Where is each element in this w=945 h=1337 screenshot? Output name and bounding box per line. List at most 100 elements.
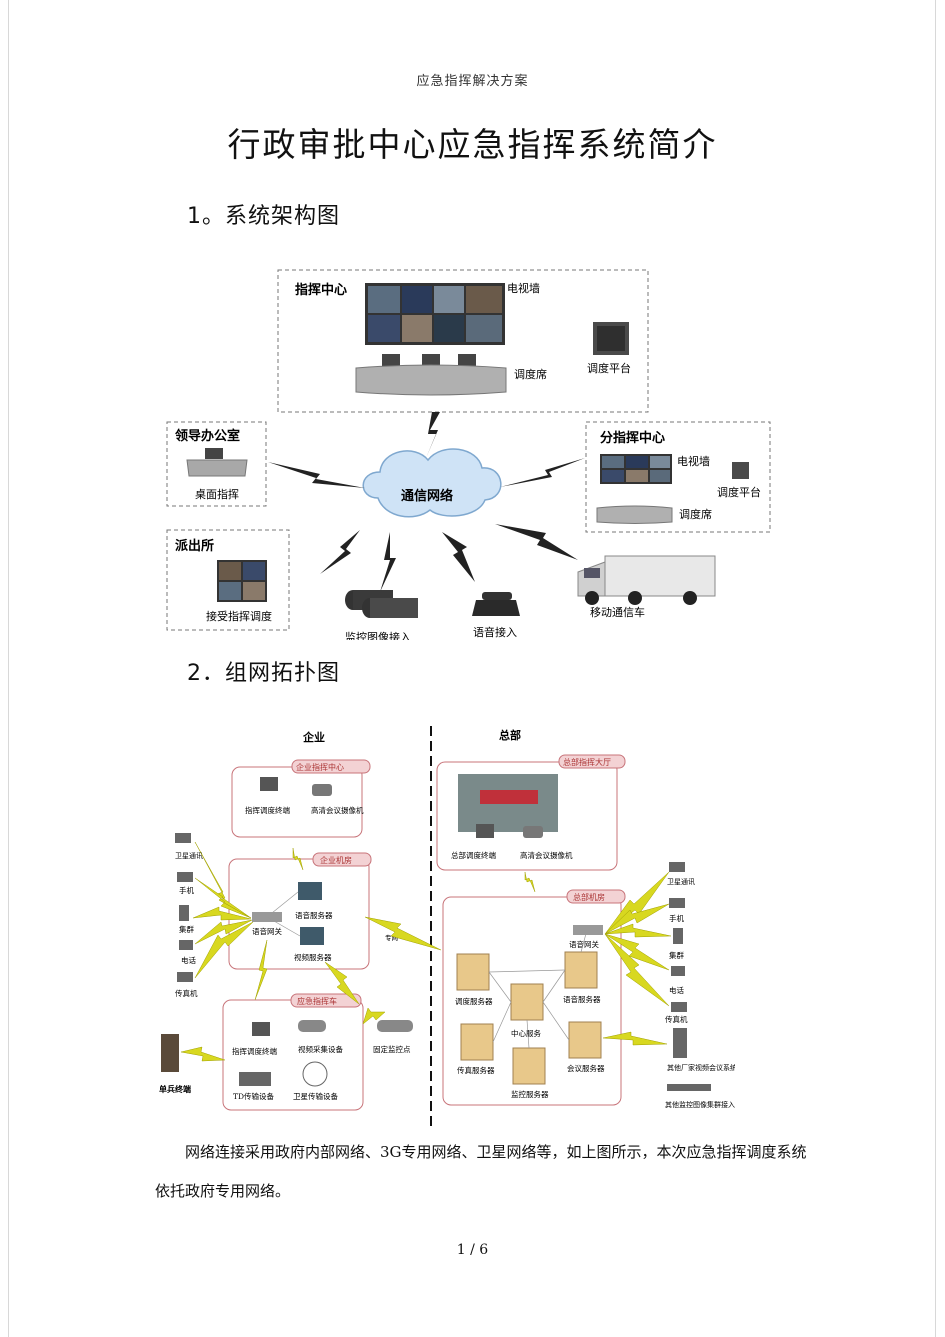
ent-room-label: 企业机房	[320, 855, 352, 865]
dispatch-console-icon	[355, 354, 507, 396]
cluster-label: 集群	[179, 924, 194, 934]
emergency-vehicle-label: 应急指挥车	[297, 996, 337, 1006]
command-center-label: 指挥中心	[295, 282, 347, 298]
body-paragraph: 网络连接采用政府内部网络、3G专用网络、卫星网络等，如上图所示，本次应急指挥调度…	[155, 1143, 807, 1200]
hq-room-label: 总部机房	[573, 892, 605, 902]
video-collect-icon	[298, 1020, 326, 1032]
voice-gateway-label: 语音网关	[252, 926, 282, 936]
hq-camera-icon	[523, 826, 543, 838]
sat-device-label: 卫星传输设备	[293, 1091, 338, 1101]
ent-cmd-label: 企业指挥中心	[296, 762, 344, 772]
monitor-access-label: 监控图像接入	[345, 630, 411, 640]
command-center-box	[277, 269, 649, 413]
section-heading-architecture: 1。系统架构图	[187, 204, 340, 229]
topology-links	[266, 891, 588, 1049]
police-station-box	[166, 529, 290, 631]
hq-pc-icon	[476, 824, 494, 838]
monitor-server-label: 监控服务器	[511, 1089, 549, 1099]
dispatch-platform-icon	[593, 322, 629, 355]
page-header: 应急指挥解决方案	[416, 74, 529, 89]
hq-voice-gateway-label: 语音网关	[569, 939, 599, 949]
section-heading-topology: 2．组网拓扑图	[187, 661, 340, 686]
fax-label: 传真机	[175, 988, 198, 998]
lightning-links	[268, 412, 585, 592]
fixed-monitor-label: 固定监控点	[373, 1044, 411, 1054]
voice-server-icon	[298, 882, 322, 900]
page-number: 1 / 6	[456, 1242, 489, 1258]
vehicle-terminal-label: 指挥调度终端	[232, 1046, 277, 1056]
vehicle-pc-icon	[252, 1022, 270, 1036]
dispatch-platform-label: 调度平台	[587, 361, 631, 375]
desktop-command-label: 桌面指挥	[195, 487, 239, 501]
mobile-vehicle-label: 移动通信车	[590, 605, 645, 619]
telephone-icon	[472, 592, 520, 616]
td-device-icon	[239, 1072, 271, 1086]
video-server-icon	[300, 927, 324, 945]
leader-office-label: 领导办公室	[175, 428, 240, 444]
hq-fax-label: 传真机	[665, 1014, 688, 1024]
hq-hall-box	[436, 761, 618, 871]
sat-device-icon	[302, 1061, 328, 1087]
sub-tv-wall-icon	[600, 454, 672, 484]
mobile-vehicle-icon	[577, 555, 716, 605]
tv-wall-label: 电视墙	[507, 281, 540, 295]
network-label: 通信网络	[401, 488, 453, 504]
conf-server-label: 会议服务器	[567, 1063, 605, 1073]
right-devices	[667, 862, 711, 1091]
receive-dispatch-label: 接受指挥调度	[206, 609, 272, 623]
private-net-label: 专网	[385, 933, 398, 942]
page-title: 行政审批中心应急指挥系统简介	[227, 125, 718, 164]
hq-terminal-label: 总部调度终端	[451, 850, 496, 860]
ent-camera-icon	[312, 784, 332, 796]
sub-center-label: 分指挥中心	[600, 430, 665, 446]
hq-voice-gateway-icon	[573, 925, 603, 935]
hq-mobile-label: 手机	[669, 913, 684, 923]
phone-label: 电话	[181, 955, 196, 965]
satellite-label: 卫星通讯	[175, 851, 203, 860]
topology-diagram: 企业 总部 企业指挥中心 指挥调度终端 高清会议摄像机 企业机房 语音服务器 语…	[159, 726, 735, 1126]
sub-seat-label: 调度席	[679, 507, 712, 521]
other-conf-label: 其他厂家视频会议系统	[667, 1063, 735, 1072]
video-screen-icon	[217, 560, 267, 602]
soldier-label: 单兵终端	[159, 1084, 191, 1094]
mobile-label: 手机	[179, 885, 194, 895]
soldier-icon	[161, 1034, 179, 1072]
video-server-label: 视频服务器	[294, 952, 332, 962]
hq-cluster-label: 集群	[669, 950, 684, 960]
desk-terminal-icon	[186, 448, 248, 477]
hq-room-box	[442, 896, 622, 1106]
camera-icon	[345, 590, 418, 618]
sub-platform-label: 调度平台	[717, 485, 761, 499]
architecture-diagram: 指挥中心 电视墙 调度席 调度平台 领导办公室 桌面指挥 分指挥中心 电视墙 调…	[166, 269, 771, 640]
video-collect-label: 视频采集设备	[298, 1044, 343, 1054]
dispatch-server-label: 调度服务器	[455, 996, 493, 1006]
voice-access-label: 语音接入	[473, 625, 517, 639]
other-monitor-label: 其他监控图像集群接入	[665, 1100, 735, 1109]
hq-phone-label: 电话	[669, 985, 684, 995]
dispatch-seat-label: 调度席	[514, 367, 547, 381]
sub-tv-wall-label: 电视墙	[677, 454, 710, 468]
hq-satellite-label: 卫星通讯	[667, 877, 695, 886]
fixed-monitor-icon	[377, 1020, 413, 1032]
page-border-right	[935, 0, 936, 1337]
voice-server-label: 语音服务器	[295, 910, 333, 920]
hq-camera-label: 高清会议摄像机	[520, 850, 573, 860]
center-service-label: 中心服务	[511, 1028, 541, 1038]
page-border-left	[8, 0, 9, 1337]
ent-camera-label: 高清会议摄像机	[311, 805, 364, 815]
wireless-links	[180, 841, 672, 1062]
left-devices	[175, 833, 193, 982]
leader-office-box	[166, 421, 267, 507]
fax-server-label: 传真服务器	[457, 1065, 495, 1075]
sub-center-box	[585, 421, 771, 533]
ent-terminal-label: 指挥调度终端	[245, 805, 290, 815]
sub-console-icon	[596, 505, 673, 524]
ent-cmd-box	[231, 766, 363, 838]
sub-platform-icon	[732, 462, 749, 479]
police-station-label: 派出所	[175, 538, 214, 554]
enterprise-label: 企业	[302, 730, 325, 744]
tv-wall-icon	[365, 283, 505, 345]
ent-pc-icon	[260, 777, 278, 791]
hq-hall-label: 总部指挥大厅	[563, 757, 611, 767]
hq-voice-server-label: 语音服务器	[563, 994, 601, 1004]
